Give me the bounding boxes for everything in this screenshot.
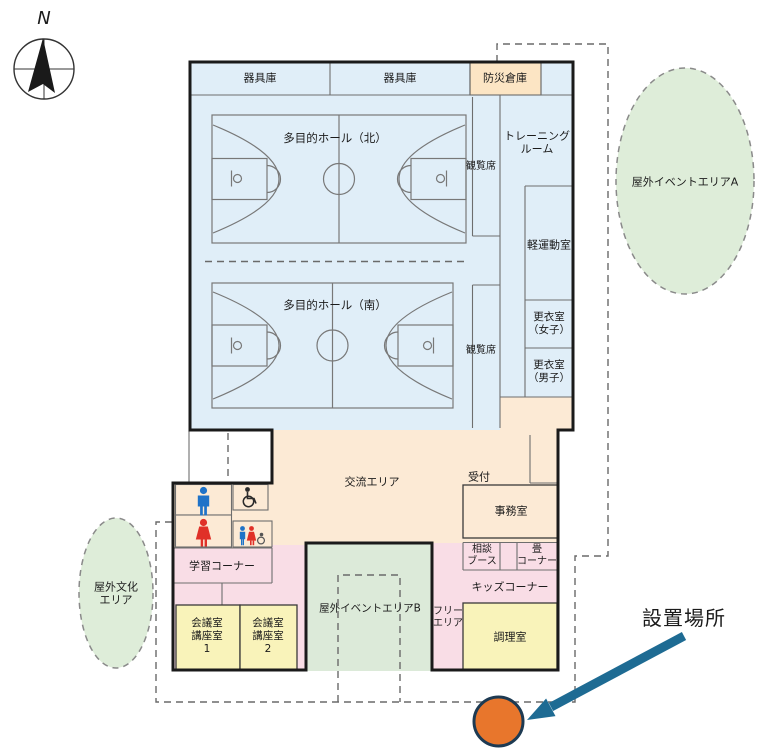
outdoor-label-culture-area: 屋外文化 エリア [94, 580, 138, 607]
room-label-meeting-room-1: 会議室 講座室 1 [191, 616, 223, 655]
female-toilet-icon [195, 518, 212, 547]
multipurpose-toilet-icon [239, 526, 266, 546]
meeting-room-2-box [239, 604, 298, 671]
building-walls [171, 60, 575, 672]
outdoor-culture-area-shape [78, 517, 154, 669]
room-boxes [175, 484, 559, 671]
event-area-b-dashed [337, 574, 401, 702]
room-label-office: 事務室 [494, 504, 528, 518]
basketball-court-south [211, 282, 454, 409]
room-label-meeting-room-2: 会議室 講座室 2 [252, 616, 284, 655]
compass-north-label: N [37, 8, 51, 30]
outdoor-label-event-area-b: 屋外イベントエリアB [319, 602, 421, 615]
basketball-court-north [211, 114, 467, 244]
room-label-cooking-room: 調理室 [493, 630, 527, 644]
interior-lines [173, 62, 573, 605]
room-label-light-exercise: 軽運動室 [527, 238, 571, 252]
room-label-training-room: トレーニング ルーム [504, 129, 570, 156]
room-label-tatami-corner: 畳 コーナー [517, 543, 557, 567]
male-toilet-icon [197, 486, 210, 516]
room-label-kids-corner: キッズコーナー [471, 580, 549, 594]
outdoor-label-event-area-a: 屋外イベントエリアA [631, 175, 739, 189]
room-label-reception: 受付 [468, 470, 490, 484]
room-label-hall-south: 多目的ホール（南） [283, 297, 387, 312]
room-label-study-corner: 学習コーナー [189, 559, 255, 573]
wheelchair-icon [242, 487, 257, 508]
room-label-spectator-north: 観覧席 [466, 160, 496, 172]
dashed-lines [155, 43, 609, 703]
room-label-exchange-area: 交流エリア [344, 475, 400, 489]
room-label-locker-women: 更衣室 （女子） [528, 311, 570, 336]
compass [13, 38, 75, 100]
meeting-room-1-box [175, 604, 241, 671]
room-label-locker-men: 更衣室 （男子） [528, 359, 570, 384]
pointer-arrow [527, 632, 687, 720]
cooking-box [462, 602, 558, 671]
room-label-hall-north: 多目的ホール（北） [283, 130, 387, 145]
installation-location-label: 設置場所 [642, 605, 726, 630]
room-label-storage-1: 器具庫 [243, 71, 277, 85]
room-label-spectator-south: 観覧席 [466, 344, 496, 356]
site-boundary-dashed [155, 43, 609, 703]
room-label-consult-booth: 相談 ブース [467, 543, 497, 567]
room-label-free-area: フリー エリア [433, 605, 463, 629]
compass-needle [28, 38, 55, 93]
room-label-disaster-warehouse: 防災倉庫 [483, 71, 527, 85]
room-label-storage-2: 器具庫 [383, 71, 417, 85]
installation-marker [472, 695, 525, 748]
outdoor-event-area-a-shape [615, 67, 755, 295]
